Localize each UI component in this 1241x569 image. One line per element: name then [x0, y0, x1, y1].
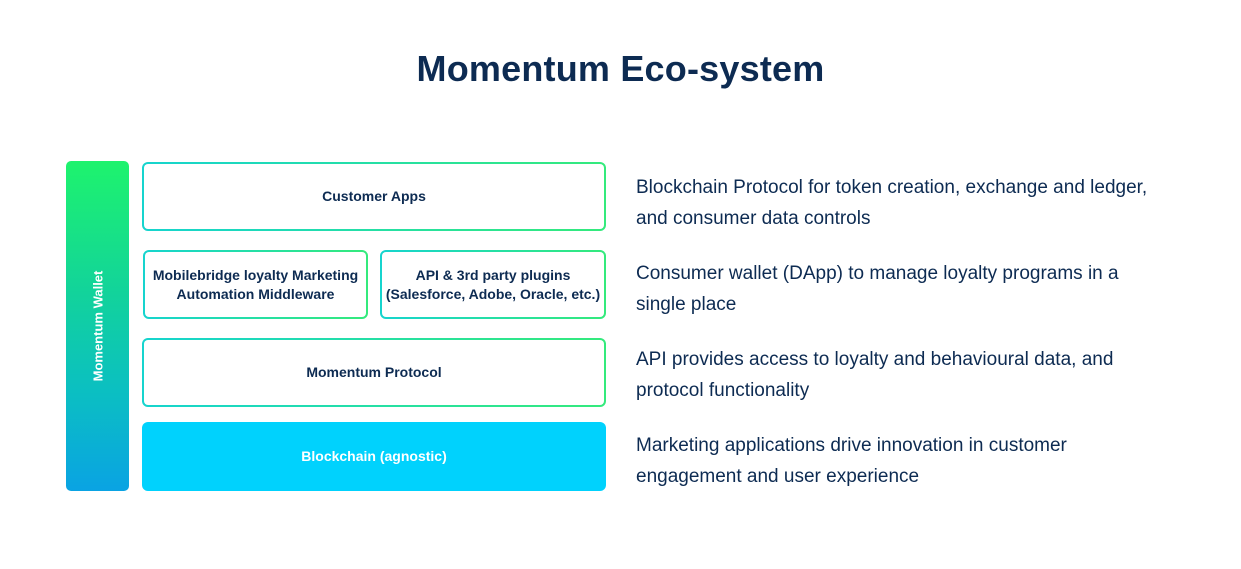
customer-apps-box: Customer Apps — [142, 162, 606, 231]
momentum-protocol-box: Momentum Protocol — [142, 338, 606, 407]
middleware-label-line1: Mobilebridge loyalty Marketing — [152, 266, 359, 283]
description-line: API provides access to loyalty and behav… — [636, 349, 1114, 370]
description-line: Marketing applications drive innovation … — [636, 435, 1067, 456]
middleware-box: Mobilebridge loyalty Marketing Automatio… — [143, 250, 368, 319]
momentum-wallet-bar: Momentum Wallet — [66, 161, 129, 491]
blockchain-box: Blockchain (agnostic) — [142, 422, 606, 491]
api-plugins-box: API & 3rd party plugins (Salesforce, Ado… — [380, 250, 606, 319]
momentum-protocol-label: Momentum Protocol — [306, 364, 442, 380]
description-api: API provides access to loyalty and behav… — [636, 344, 1196, 406]
api-plugins-label-line1: API & 3rd party plugins — [415, 266, 571, 283]
description-protocol: Blockchain Protocol for token creation, … — [636, 172, 1196, 234]
description-line: engagement and user experience — [636, 466, 920, 487]
description-line: and consumer data controls — [636, 208, 871, 229]
description-line: Consumer wallet (DApp) to manage loyalty… — [636, 263, 1119, 284]
description-line: single place — [636, 294, 737, 315]
customer-apps-label: Customer Apps — [322, 188, 426, 204]
momentum-wallet-label: Momentum Wallet — [90, 270, 105, 382]
middleware-label-line2: Automation Middleware — [176, 285, 335, 302]
api-plugins-label-line2: (Salesforce, Adobe, Oracle, etc.) — [385, 285, 601, 302]
description-line: Blockchain Protocol for token creation, … — [636, 177, 1148, 198]
description-line: protocol functionality — [636, 380, 810, 401]
blockchain-label: Blockchain (agnostic) — [301, 448, 447, 464]
page-title: Momentum Eco-system — [416, 48, 825, 89]
description-marketing: Marketing applications drive innovation … — [636, 430, 1196, 492]
description-wallet: Consumer wallet (DApp) to manage loyalty… — [636, 258, 1196, 320]
